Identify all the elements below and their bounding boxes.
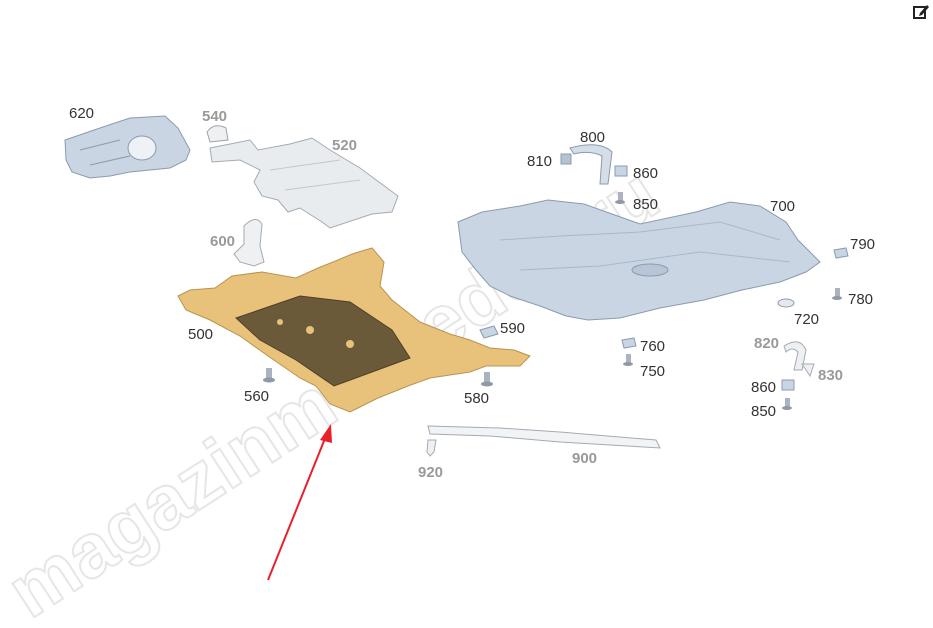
part-720-washer[interactable] <box>777 298 795 308</box>
part-620-bracket[interactable] <box>64 115 191 179</box>
part-500-underbody-panel[interactable] <box>177 247 531 413</box>
callout-580[interactable]: 580 <box>464 390 489 407</box>
callout-780[interactable]: 780 <box>848 291 873 308</box>
part-830-clip[interactable] <box>801 363 815 378</box>
part-600-bracket[interactable] <box>233 219 265 267</box>
part-560-bolt[interactable] <box>263 368 275 383</box>
part-750-bolt[interactable] <box>623 354 633 366</box>
part-850-bolt-upper[interactable] <box>615 192 625 204</box>
part-810-nut[interactable] <box>560 153 572 165</box>
callout-830[interactable]: 830 <box>818 367 843 384</box>
callout-700[interactable]: 700 <box>770 198 795 215</box>
part-540-clip[interactable] <box>206 125 229 143</box>
part-860-clip-upper[interactable] <box>614 165 628 177</box>
callout-560[interactable]: 560 <box>244 388 269 405</box>
pointer-arrow <box>267 424 332 581</box>
part-820-bracket[interactable] <box>783 341 807 371</box>
callout-900[interactable]: 900 <box>572 450 597 467</box>
edit-icon <box>913 5 929 19</box>
callout-850-upper[interactable]: 850 <box>633 196 658 213</box>
part-790-clip[interactable] <box>833 247 849 259</box>
callout-800[interactable]: 800 <box>580 129 605 146</box>
callout-720[interactable]: 720 <box>794 311 819 328</box>
callout-850-lower[interactable]: 850 <box>751 403 776 420</box>
edit-button[interactable] <box>911 2 931 22</box>
part-520-plate[interactable] <box>209 137 399 229</box>
callout-920[interactable]: 920 <box>418 464 443 481</box>
part-780-bolt[interactable] <box>832 288 842 300</box>
callout-750[interactable]: 750 <box>640 363 665 380</box>
part-590-clip[interactable] <box>479 325 499 339</box>
callout-760[interactable]: 760 <box>640 338 665 355</box>
part-760-clip[interactable] <box>621 337 637 349</box>
callout-820[interactable]: 820 <box>754 335 779 352</box>
callout-860-lower[interactable]: 860 <box>751 379 776 396</box>
part-700-rear-panel[interactable] <box>457 199 821 321</box>
callout-810[interactable]: 810 <box>527 153 552 170</box>
part-920-clip[interactable] <box>426 439 437 457</box>
callout-590[interactable]: 590 <box>500 320 525 337</box>
part-860-clip-lower[interactable] <box>781 379 795 391</box>
callout-540[interactable]: 540 <box>202 108 227 125</box>
part-850-bolt-lower[interactable] <box>782 398 792 410</box>
callout-620[interactable]: 620 <box>69 105 94 122</box>
callout-520[interactable]: 520 <box>332 137 357 154</box>
callout-500[interactable]: 500 <box>188 326 213 343</box>
part-900-strip[interactable] <box>427 425 661 449</box>
callout-600[interactable]: 600 <box>210 233 235 250</box>
callout-790[interactable]: 790 <box>850 236 875 253</box>
part-580-bolt[interactable] <box>481 372 493 387</box>
callout-860-upper[interactable]: 860 <box>633 165 658 182</box>
part-800-strap[interactable] <box>569 144 613 185</box>
